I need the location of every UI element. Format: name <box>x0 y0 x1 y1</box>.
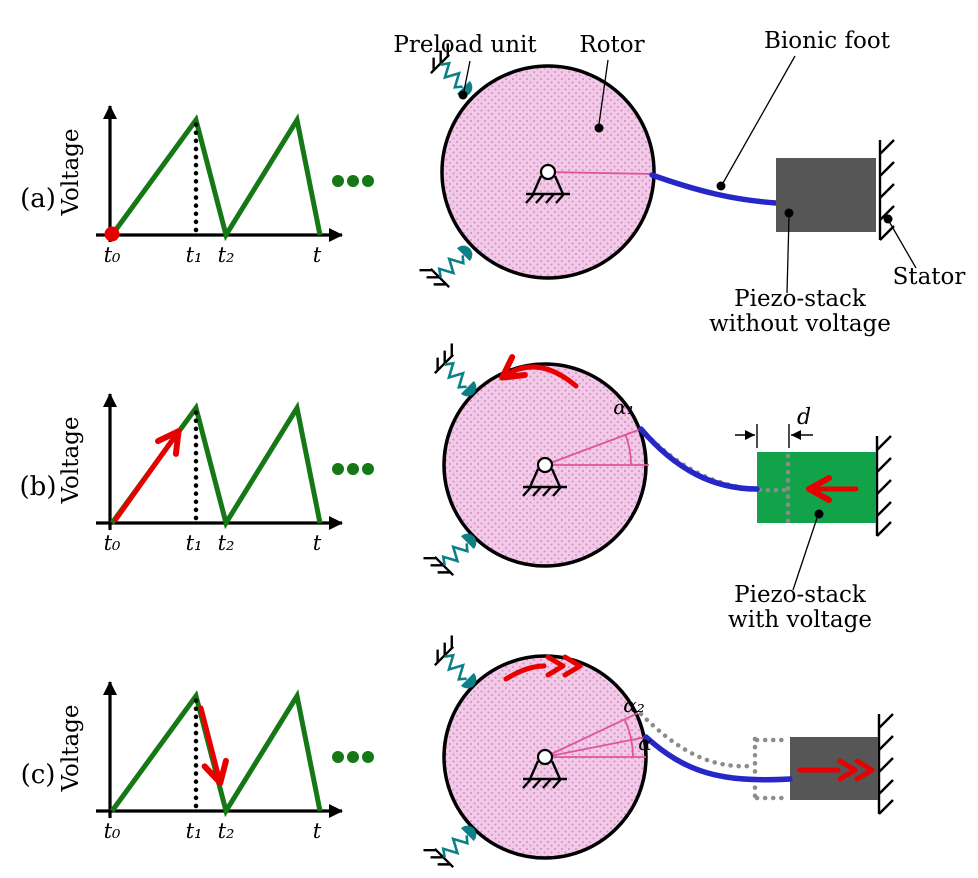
mechanism-b: d α₁ Piezo-stack with voltage <box>422 342 893 633</box>
preload-marker-dot <box>458 90 468 100</box>
foot-previous-position-dotted <box>638 711 754 769</box>
panel-label-c: (c) <box>21 760 56 790</box>
label-alpha2: α₂ <box>623 693 645 717</box>
piezo-marker-dot <box>814 509 824 519</box>
bionic-foot-curve <box>643 734 793 783</box>
mechanism-a: Preload unit Rotor Bionic foot Stator Pi… <box>393 28 965 337</box>
label-preload-unit: Preload unit <box>393 32 537 58</box>
label-without-voltage: without voltage <box>709 311 891 337</box>
alpha1-arc <box>624 434 632 466</box>
bionic-foot-curve <box>638 426 760 492</box>
rising-voltage-red-arrow <box>113 428 182 522</box>
mechanism-c: α₂ α <box>422 634 895 875</box>
voltage-plot-a <box>58 106 374 267</box>
alpha-arc <box>630 739 634 758</box>
piezo-leader <box>792 517 818 591</box>
rotor-radius-line <box>544 736 647 758</box>
bionic-foot-curve <box>649 172 779 206</box>
stack-retraction-chevron-2 <box>854 758 875 782</box>
piezo-marker-dot <box>784 208 794 218</box>
rotor-radius-line-previous <box>544 712 639 758</box>
stator-wall <box>875 434 893 538</box>
ccw-rotation-red-arrow <box>499 354 579 389</box>
rotor-radius-line <box>547 171 653 175</box>
stator-marker-dot <box>883 214 893 224</box>
start-point-red-dot <box>104 226 120 242</box>
label-bionic-foot: Bionic foot <box>764 28 891 54</box>
bionic-foot-leader <box>722 55 796 184</box>
preload-leader <box>463 60 471 92</box>
label-alpha1: α₁ <box>613 395 635 419</box>
panel-c: (c) α₂ α <box>21 634 895 875</box>
cw-rotation-chevron-2 <box>562 654 583 678</box>
rotor-leader <box>598 59 609 125</box>
bionic-foot-marker-dot <box>716 181 726 191</box>
panel-b: (b) d α₁ Piezo-stack <box>20 342 893 633</box>
label-stator: Stator <box>893 264 966 290</box>
panel-label-a: (a) <box>20 184 56 214</box>
label-rotor: Rotor <box>579 32 644 58</box>
label-piezo-stack: Piezo-stack <box>734 582 867 608</box>
stator-leader <box>889 222 917 269</box>
cw-rotation-chevron-1 <box>545 654 566 678</box>
piezo-stack <box>776 158 876 232</box>
panel-label-b: (b) <box>20 472 57 502</box>
cw-rotation-arrow-tail <box>503 663 547 682</box>
panel-a: (a) Preload unit Rotor Bionic foot <box>20 28 965 337</box>
label-d: d <box>797 405 811 430</box>
stack-retraction-chevron-1 <box>837 758 858 782</box>
rotor-marker-dot <box>594 123 604 133</box>
alpha2-arc <box>623 719 633 741</box>
label-with-voltage: with voltage <box>728 607 872 633</box>
falling-voltage-red-arrow <box>198 705 229 786</box>
piezo-leader <box>786 216 790 294</box>
voltage-plot-b <box>58 394 374 555</box>
stator-wall <box>877 712 895 816</box>
label-alpha: α <box>638 731 652 755</box>
label-piezo-stack: Piezo-stack <box>734 286 867 312</box>
